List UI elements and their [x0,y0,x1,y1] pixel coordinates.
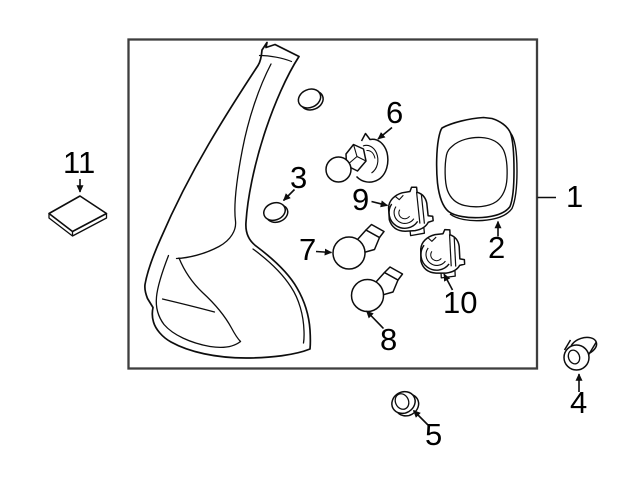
part-label-3: 3 [290,160,308,195]
part-label-10: 10 [443,285,478,320]
leader-arrow-9 [371,200,389,208]
grommet-5 [391,390,420,417]
part-label-7: 7 [299,232,317,267]
bulb-8 [350,266,404,313]
bulb-cap-3 [263,201,289,224]
tail-lamp-crease-line [175,63,272,260]
part-label-11: 11 [63,145,96,180]
part-label-5: 5 [425,417,443,452]
diagram-frame-box [127,38,539,370]
leader-arrow-10 [443,273,454,291]
gasket-seal-2 [435,116,518,222]
part-label-1: 1 [566,179,584,214]
part-label-4: 4 [570,385,588,420]
tail-lamp-outline [144,41,312,359]
leader-arrow-6 [377,126,393,140]
tail-lamp-assembly [144,41,312,359]
tail-lamp-panel-diagonal-line [161,298,216,313]
part-label-6: 6 [386,95,404,130]
leader-arrow-3 [282,188,296,202]
tail-lamp-lens-panel-line [178,257,242,343]
adhesive-pad-11 [48,195,108,237]
bulb-socket-9 [385,184,436,239]
bulb-socket-10 [418,227,467,280]
bulb-socket-assembly-6 [325,132,389,183]
part-label-2: 2 [488,230,506,265]
part-label-8: 8 [380,322,398,357]
leader-arrow-7 [315,248,333,256]
callout-arrows [76,126,583,427]
mounting-nut-4 [563,336,598,371]
bulb-7 [332,223,385,270]
tail-lamp-lower-echo-line [155,254,242,348]
leader-arrow-8 [365,310,385,330]
tail-lamp-bulge-inner-line [252,248,305,344]
part-label-9: 9 [352,182,370,217]
gasket-thickness-line [449,132,518,222]
tail-lamp-top-fold-line [258,54,293,63]
leader-arrow-5 [412,409,430,427]
gasket-inner-hole [444,136,508,208]
bulb-cap-top [297,88,324,111]
gasket-outer-edge [435,116,515,219]
